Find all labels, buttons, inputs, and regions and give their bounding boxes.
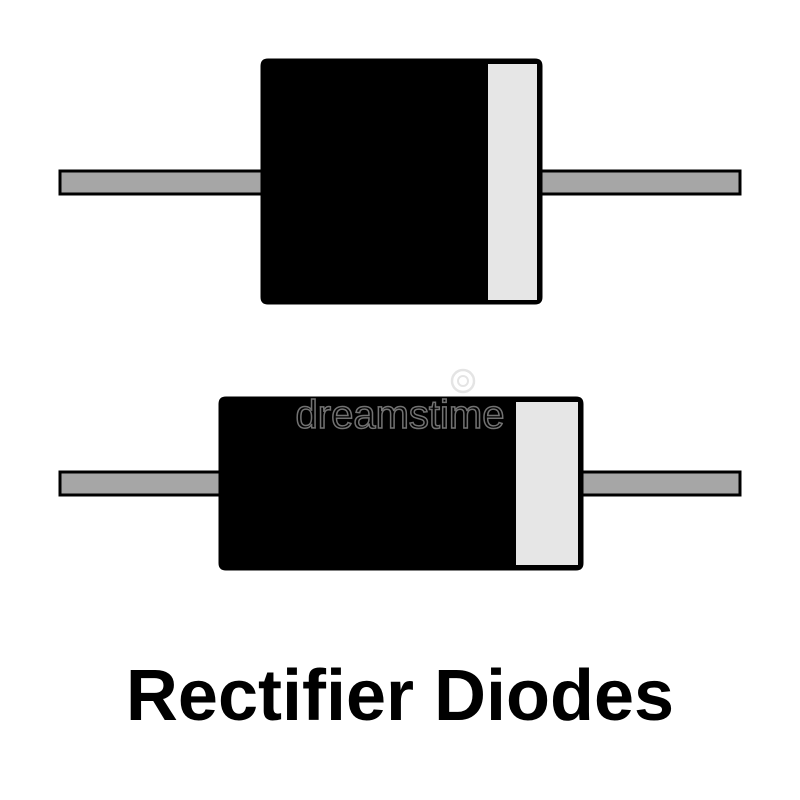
diode-outline [218, 396, 584, 571]
diode-bottom [58, 396, 742, 571]
lead-right [575, 470, 742, 497]
watermark: dreamstime [295, 368, 505, 438]
cathode-band [516, 402, 578, 565]
watermark-logo-icon [450, 368, 476, 394]
lead-right [533, 169, 742, 196]
diode-outline [260, 58, 543, 305]
diode-body [220, 398, 582, 569]
lead-left [58, 169, 267, 196]
cathode-band [488, 64, 537, 300]
watermark-text: dreamstime [296, 393, 505, 437]
diode-body [262, 60, 541, 303]
lead-left [58, 470, 224, 497]
title: Rectifier Diodes [125, 656, 675, 736]
diode-top [58, 58, 742, 305]
